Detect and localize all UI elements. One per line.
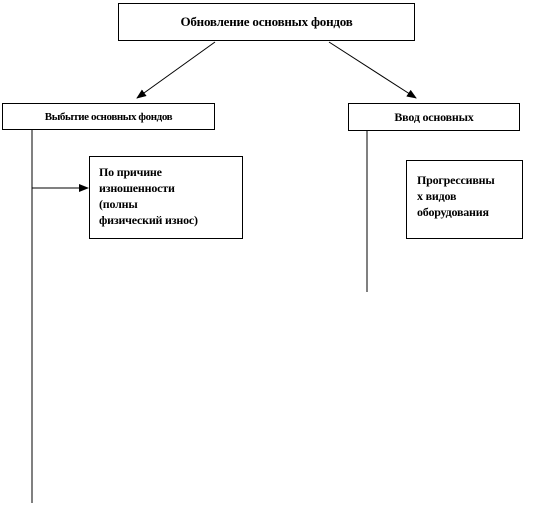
left-child-line: изношенности: [99, 181, 175, 195]
left-child-line: По причине: [99, 165, 162, 179]
right-child-line: оборудования: [417, 205, 489, 219]
right-child-line: Прогрессивны: [417, 173, 495, 187]
left-branch-label: Выбытие основных фондов: [44, 110, 173, 123]
root-node: Обновление основных фондов: [118, 3, 415, 41]
right-child-node: Прогрессивны х видов оборудования: [406, 160, 523, 239]
left-branch-node: Выбытие основных фондов: [2, 103, 215, 130]
left-child-line: физический износ): [99, 213, 198, 227]
arrow-root-to-right: [328, 41, 417, 99]
right-branch-label: Ввод основных: [394, 109, 474, 124]
right-child-line: х видов: [417, 189, 457, 203]
arrow-root-to-left: [136, 41, 216, 99]
left-child-line: (полны: [99, 197, 138, 211]
left-child-node: По причине изношенности (полны физически…: [89, 156, 243, 239]
root-node-label: Обновление основных фондов: [180, 14, 353, 29]
right-branch-node: Ввод основных: [348, 103, 520, 131]
